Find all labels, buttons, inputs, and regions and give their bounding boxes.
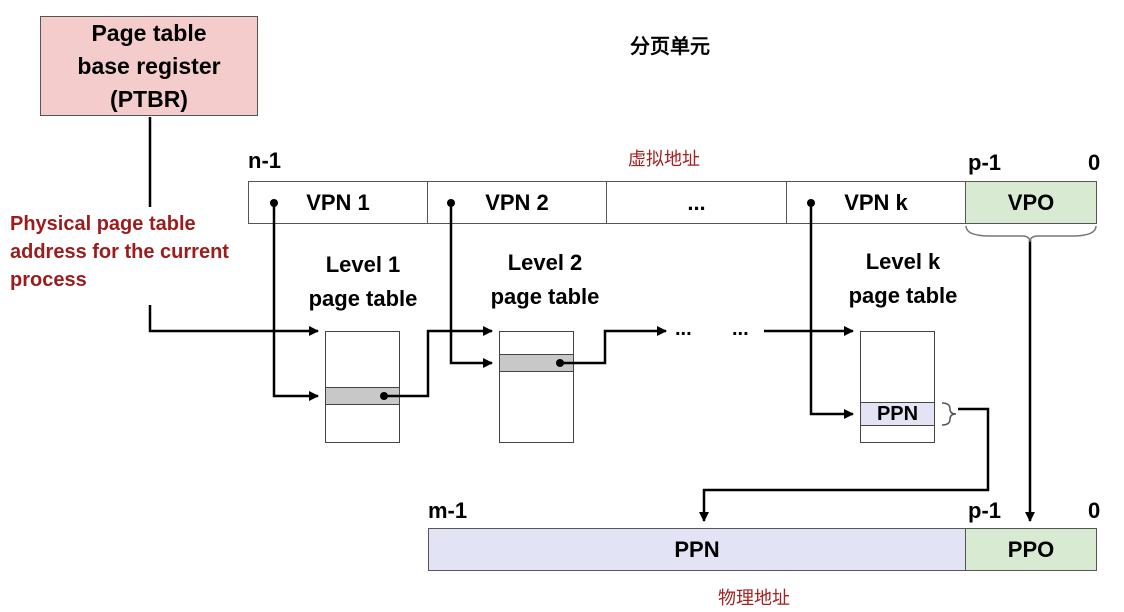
vpn1-to-entry-arrow (272, 203, 319, 401)
ptbr-to-level1-arrow-lower (148, 305, 319, 336)
level2-label-line-2: page table (490, 284, 600, 309)
level2-label-line-1: Level 2 (507, 250, 583, 275)
vpn2-to-entry-arrow (449, 203, 493, 368)
ptbr-description-line-1: Physical page table (10, 213, 196, 235)
ptbr-description-line-2: address for the current (10, 241, 229, 263)
level2-label: Level 2 page table (465, 246, 625, 314)
ppn-entry-label: PPN (876, 402, 919, 425)
vpnk-to-entry-arrow (809, 203, 854, 419)
ppn-label: PPN (674, 536, 720, 562)
ptbr-line-2: base register (77, 52, 221, 79)
ptbr-description-line-3: process (10, 269, 87, 291)
flow-ellipsis-1: ... (675, 318, 692, 340)
va-vpo-bit-label: p-1 (968, 150, 1001, 175)
physical-address-caption: 物理地址 (718, 588, 790, 609)
ptbr-box: Page table base register (PTBR) (40, 16, 258, 116)
levelk-label: Level k page table (828, 245, 978, 313)
ppn-to-physical-arrow (699, 407, 990, 522)
virtual-address-caption: 虚拟地址 (628, 149, 700, 170)
ppn-field: PPN (428, 528, 966, 571)
level1-label: Level 1 page table (288, 248, 438, 316)
va-left-bit-label: n-1 (248, 148, 281, 173)
pa-ppo-bit-label: p-1 (968, 498, 1001, 523)
vpn1-label: VPN 1 (306, 189, 370, 215)
ppo-field: PPO (965, 528, 1097, 571)
pa-right-bit-label: 0 (1088, 498, 1101, 523)
ppn-brace (941, 402, 957, 426)
vpn1-field: VPN 1 (248, 181, 428, 224)
vpo-label: VPO (1007, 189, 1055, 215)
va-right-bit-label: 0 (1088, 150, 1101, 175)
ppo-label: PPO (1007, 536, 1055, 562)
levelk-label-line-2: page table (848, 283, 958, 308)
vpnk-label: VPN k (844, 189, 908, 215)
levelk-label-line-1: Level k (865, 249, 941, 274)
vpn-ellipsis-label: ... (687, 189, 706, 215)
vpn-ellipsis-field: ... (606, 181, 787, 224)
ptbr-description: Physical page table address for the curr… (10, 210, 260, 294)
vpnk-field: VPN k (786, 181, 966, 224)
vpo-brace (965, 225, 1097, 243)
ptbr-line-3: (PTBR) (110, 85, 188, 112)
flow-ellipsis-2: ... (732, 318, 749, 340)
levelk-ppn-entry: PPN (860, 402, 935, 426)
level1-label-line-1: Level 1 (325, 252, 401, 277)
vpn2-field: VPN 2 (427, 181, 607, 224)
level1-label-line-2: page table (308, 286, 418, 311)
ptbr-line-1: Page table (91, 19, 207, 46)
vpo-field: VPO (965, 181, 1097, 224)
diagram-title: 分页单元 (630, 34, 710, 58)
level1-to-level2-arrow (384, 326, 493, 398)
vpn2-label: VPN 2 (485, 189, 549, 215)
pa-left-bit-label: m-1 (428, 498, 468, 523)
level2-page-table (499, 331, 574, 443)
level2-to-next-arrow (560, 326, 667, 365)
